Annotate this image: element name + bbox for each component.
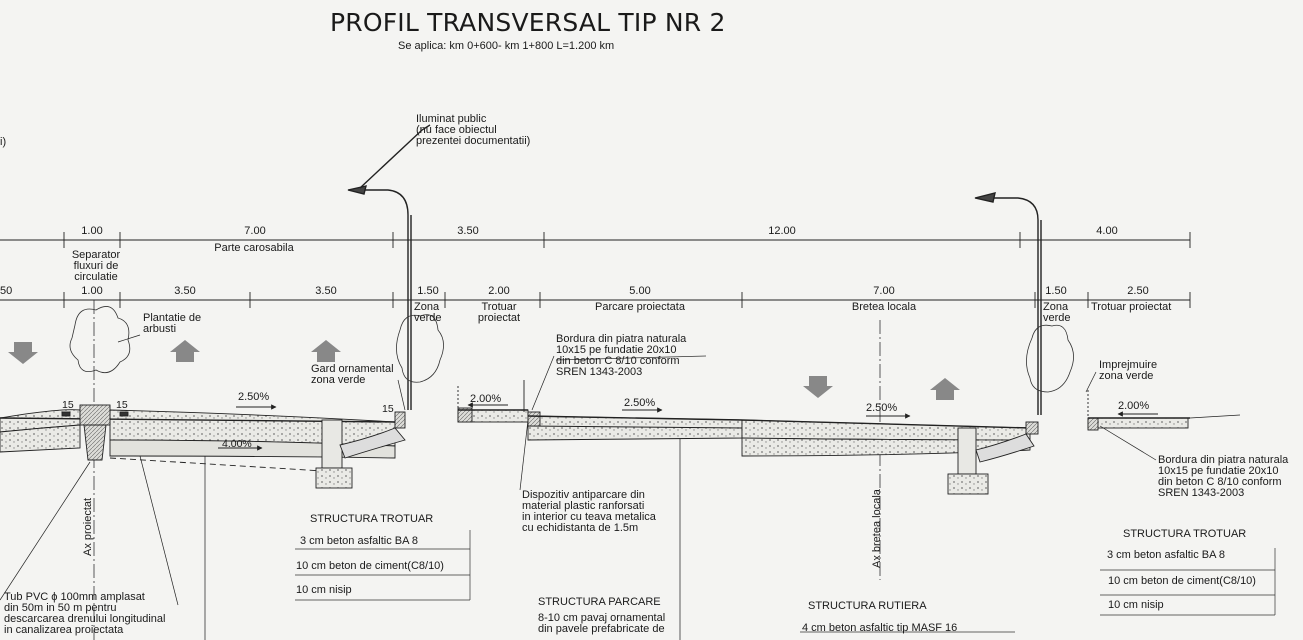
page-title: PROFIL TRANSVERSAL TIP NR 2 xyxy=(330,8,726,37)
slope-arrows xyxy=(218,402,1158,451)
arrow-up-icon xyxy=(930,378,960,400)
bretea-locala-label: Bretea locala xyxy=(851,301,917,313)
dim-second-9: 1.50 xyxy=(1045,285,1067,297)
dim-top-5: 4.00 xyxy=(1096,225,1118,237)
dim-second-2: 1.00 xyxy=(81,285,103,297)
left-edge-mark: i) xyxy=(0,136,7,148)
pavement-structure xyxy=(0,380,1241,495)
ax-proiectat-label: Ax proiectat xyxy=(82,497,94,556)
page-subtitle: Se aplica: km 0+600- km 1+800 L=1.200 km xyxy=(398,40,615,52)
structure-tables xyxy=(295,355,1276,633)
dim-second-4: 3.50 xyxy=(315,285,337,297)
ax-bretea-label: Ax bretea locala xyxy=(871,489,883,568)
structura-rutiera-row: 4 cm beton asfaltic tip MASF 16 xyxy=(802,622,958,634)
curb-mark-2: 15 xyxy=(116,399,128,411)
arrow-up-icon xyxy=(170,340,200,362)
parte-carosabila-label: Parte carosabila xyxy=(214,242,294,254)
arrow-down-icon xyxy=(803,376,833,398)
parcare-proiectata-label: Parcare proiectata xyxy=(595,301,685,313)
structura-trotuar-title-1: STRUCTURA TROTUAR xyxy=(310,513,434,525)
slope-label-1: 2.50% xyxy=(238,391,270,403)
structura-trotuar-row-2: 10 cm beton de ciment(C8/10) xyxy=(296,560,444,572)
slope-label-3: 2.00% xyxy=(470,393,502,405)
traffic-arrows xyxy=(8,340,960,400)
dim-second-3: 3.50 xyxy=(174,285,196,297)
slope-label-6: 2.00% xyxy=(1118,400,1150,412)
dim-second-10: 2.50 xyxy=(1127,285,1149,297)
leader-lines xyxy=(0,334,1157,606)
dim-second-5: 1.50 xyxy=(417,285,439,297)
structura-trotuar-row-3: 10 cm nisip xyxy=(296,584,352,596)
dim-top-4: 12.00 xyxy=(768,225,796,237)
dim-second-8: 7.00 xyxy=(873,285,895,297)
curb-mark-3: 15 xyxy=(382,403,394,415)
shrub-right xyxy=(1026,324,1074,393)
dim-top-2: 7.00 xyxy=(244,225,266,237)
slope-label-2: 4.00% xyxy=(222,438,252,450)
axis-lines xyxy=(93,300,881,640)
structura-trotuar-row-1: 3 cm beton asfaltic BA 8 xyxy=(300,535,419,547)
dim-second-1: 50 xyxy=(0,285,13,297)
shrub-left xyxy=(69,306,131,374)
dim-second-6: 2.00 xyxy=(488,285,510,297)
dim-top-3: 3.50 xyxy=(457,225,479,237)
dim-second-7: 5.00 xyxy=(629,285,651,297)
dim-top-1: 1.00 xyxy=(81,225,103,237)
dimension-line-top xyxy=(0,232,1191,248)
shrub-mid xyxy=(396,314,444,383)
slope-label-4: 2.50% xyxy=(624,397,656,409)
slope-label-5: 2.50% xyxy=(866,402,898,414)
dimension-line-second xyxy=(0,292,1191,308)
arrow-up-icon xyxy=(311,340,341,362)
structura-rutiera-title: STRUCTURA RUTIERA xyxy=(808,600,927,612)
structura-trotuar-2-row-2: 10 cm beton de ciment(C8/10) xyxy=(1108,575,1256,587)
structura-trotuar-title-2: STRUCTURA TROTUAR xyxy=(1123,528,1247,540)
structura-trotuar-2-row-1: 3 cm beton asfaltic BA 8 xyxy=(1107,549,1226,561)
curb-mark-1: 15 xyxy=(62,399,74,411)
street-light-left xyxy=(347,124,431,410)
trotuar-proiectat-label-2: Trotuar proiectat xyxy=(1091,301,1172,313)
structura-parcare-title: STRUCTURA PARCARE xyxy=(538,596,661,608)
street-light-right xyxy=(974,192,1042,415)
structura-trotuar-2-row-3: 10 cm nisip xyxy=(1108,599,1164,611)
arrow-down-icon xyxy=(8,342,38,364)
